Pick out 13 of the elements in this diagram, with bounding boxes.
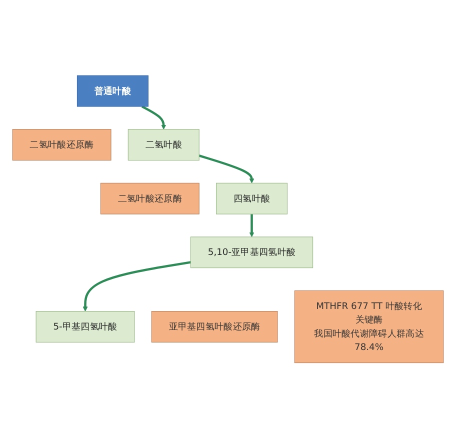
node-box: 5-甲基四氢叶酸 [36, 311, 135, 343]
node-box: 四氢叶酸 [216, 183, 288, 215]
node-box: 亚甲基四氢叶酸还原酶 [151, 311, 278, 343]
node-box: 二氢叶酸 [128, 129, 200, 161]
arrow [249, 214, 254, 238]
node-box: MTHFR 677 TT 叶酸转化关键酶 我国叶酸代谢障碍人群高达78.4% [294, 290, 444, 364]
node-box: 二氢叶酸还原酶 [12, 129, 112, 161]
node-box: 普通叶酸 [76, 76, 148, 108]
node-box: 二氢叶酸还原酶 [100, 183, 200, 215]
arrow [141, 106, 166, 130]
node-box: 5,10-亚甲基四氢叶酸 [190, 236, 314, 268]
arrow [198, 154, 254, 184]
arrow [82, 261, 191, 312]
